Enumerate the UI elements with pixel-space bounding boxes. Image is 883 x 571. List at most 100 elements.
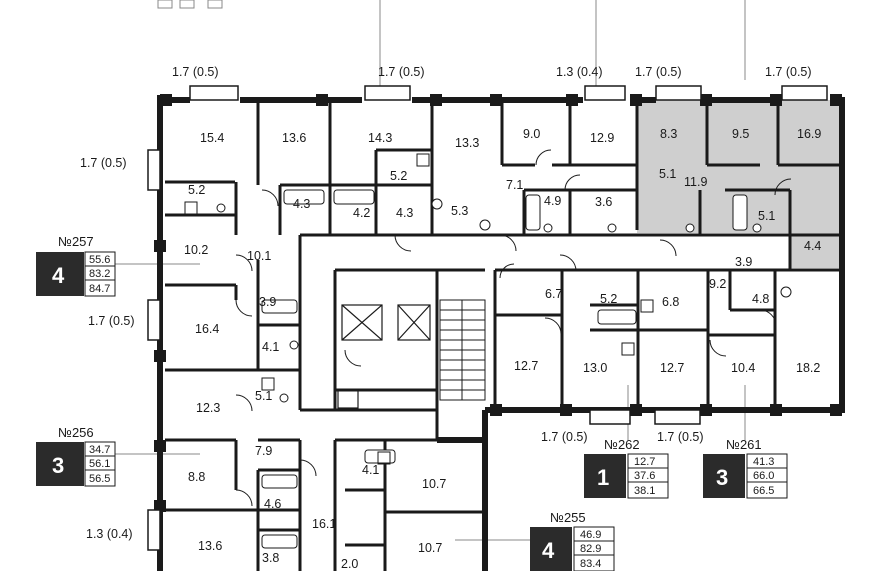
living-area: 41.3 — [753, 456, 774, 468]
room-area: 5.1 — [758, 209, 775, 223]
apartment-number: №262 — [604, 437, 640, 452]
total-area-with-balcony: 38.1 — [634, 485, 655, 497]
room-area: 10.1 — [247, 249, 271, 263]
room-area: 13.0 — [583, 361, 607, 375]
room-area: 11.9 — [684, 175, 707, 189]
door-swings — [235, 149, 792, 507]
room-area: 18.2 — [796, 361, 820, 375]
room-count: 1 — [597, 465, 609, 490]
balcony-area: 1.3 (0.4) — [86, 527, 133, 541]
room-area: 5.3 — [451, 204, 468, 218]
room-area: 4.6 — [264, 497, 281, 511]
room-area: 5.2 — [390, 169, 407, 183]
room-area: 12.3 — [196, 401, 220, 415]
total-area: 83.2 — [89, 268, 110, 280]
room-area: 9.5 — [732, 127, 749, 141]
total-area-with-balcony: 56.5 — [89, 473, 110, 485]
room-area: 8.3 — [660, 127, 677, 141]
room-area: 9.0 — [523, 127, 540, 141]
room-area: 7.9 — [255, 444, 272, 458]
balcony-area: 1.7 (0.5) — [765, 65, 812, 79]
living-area: 34.7 — [89, 444, 110, 456]
room-area: 15.4 — [200, 131, 224, 145]
balcony-area: 1.7 (0.5) — [657, 430, 704, 444]
room-area: 3.8 — [262, 551, 279, 565]
room-area: 4.4 — [804, 239, 821, 253]
total-area: 82.9 — [580, 543, 601, 555]
room-area: 4.9 — [544, 194, 561, 208]
living-area: 12.7 — [634, 456, 655, 468]
room-area: 16.9 — [797, 127, 821, 141]
room-count: 3 — [52, 453, 64, 478]
room-labels: 15.4 13.6 14.3 13.3 9.0 12.9 8.3 9.5 16.… — [184, 127, 821, 571]
room-area: 16.4 — [195, 322, 219, 336]
room-area: 12.9 — [590, 131, 614, 145]
stove-icons — [184, 153, 654, 465]
balcony-area: 1.7 (0.5) — [172, 65, 219, 79]
room-area: 10.2 — [184, 243, 208, 257]
bathroom-fixtures — [216, 189, 792, 549]
room-area: 4.1 — [362, 463, 379, 477]
living-area: 46.9 — [580, 529, 601, 541]
apartment-card-261[interactable]: №261 3 41.3 66.0 66.5 — [703, 437, 788, 499]
room-area: 10.4 — [731, 361, 755, 375]
apartment-number: №257 — [58, 234, 94, 249]
room-area: 4.1 — [262, 340, 279, 354]
apartment-card-257[interactable]: №257 4 55.6 83.2 84.7 — [36, 234, 116, 297]
balcony-area: 1.3 (0.4) — [556, 65, 603, 79]
room-area: 12.7 — [660, 361, 684, 375]
room-area: 12.7 — [514, 359, 538, 373]
room-area: 6.8 — [662, 295, 679, 309]
balcony-area: 1.7 (0.5) — [88, 314, 135, 328]
room-area: 4.3 — [396, 206, 413, 220]
room-area: 9.2 — [709, 277, 726, 291]
interior-walls — [165, 100, 842, 571]
room-area: 5.2 — [600, 292, 617, 306]
room-area: 14.3 — [368, 131, 392, 145]
room-area: 13.6 — [198, 539, 222, 553]
room-area: 3.6 — [595, 195, 612, 209]
room-count: 3 — [716, 465, 728, 490]
room-area: 5.2 — [188, 183, 205, 197]
room-area: 3.9 — [735, 255, 752, 269]
room-area: 10.7 — [422, 477, 446, 491]
room-area: 7.1 — [506, 178, 523, 192]
balcony-labels: 1.7 (0.5) 1.7 (0.5) 1.3 (0.4) 1.7 (0.5) … — [80, 65, 812, 541]
room-count: 4 — [52, 263, 65, 288]
apartment-card-262[interactable]: №262 1 12.7 37.6 38.1 — [584, 437, 669, 499]
room-area: 2.0 — [341, 557, 358, 571]
room-area: 13.3 — [455, 136, 479, 150]
balcony-area: 1.7 (0.5) — [541, 430, 588, 444]
balcony-area: 1.7 (0.5) — [80, 156, 127, 170]
elevators — [337, 304, 431, 409]
staircase — [439, 299, 486, 401]
apartment-number: №255 — [550, 510, 586, 525]
room-area: 4.3 — [293, 197, 310, 211]
apartment-number: №261 — [726, 437, 762, 452]
total-area: 37.6 — [634, 470, 655, 482]
room-area: 8.8 — [188, 470, 205, 484]
room-area: 13.6 — [282, 131, 306, 145]
living-area: 55.6 — [89, 254, 110, 266]
room-area: 4.8 — [752, 292, 769, 306]
room-area: 3.9 — [259, 295, 276, 309]
room-area: 6.7 — [545, 287, 562, 301]
room-area: 5.1 — [255, 389, 272, 403]
total-area-with-balcony: 84.7 — [89, 283, 110, 295]
apartment-number: №256 — [58, 425, 94, 440]
top-fixtures — [157, 0, 223, 9]
total-area-with-balcony: 83.4 — [580, 558, 601, 570]
balcony-area: 1.7 (0.5) — [378, 65, 425, 79]
room-area: 16.1 — [312, 517, 336, 531]
room-area: 4.2 — [353, 206, 370, 220]
apartment-card-256[interactable]: №256 3 34.7 56.1 56.5 — [36, 425, 116, 487]
room-area: 5.1 — [659, 167, 676, 181]
total-area: 66.0 — [753, 470, 774, 482]
apartment-card-255[interactable]: №255 4 46.9 82.9 83.4 — [530, 510, 615, 571]
total-area: 56.1 — [89, 458, 110, 470]
balcony-frames — [147, 85, 828, 551]
balcony-area: 1.7 (0.5) — [635, 65, 682, 79]
room-area: 10.7 — [418, 541, 442, 555]
total-area-with-balcony: 66.5 — [753, 485, 774, 497]
